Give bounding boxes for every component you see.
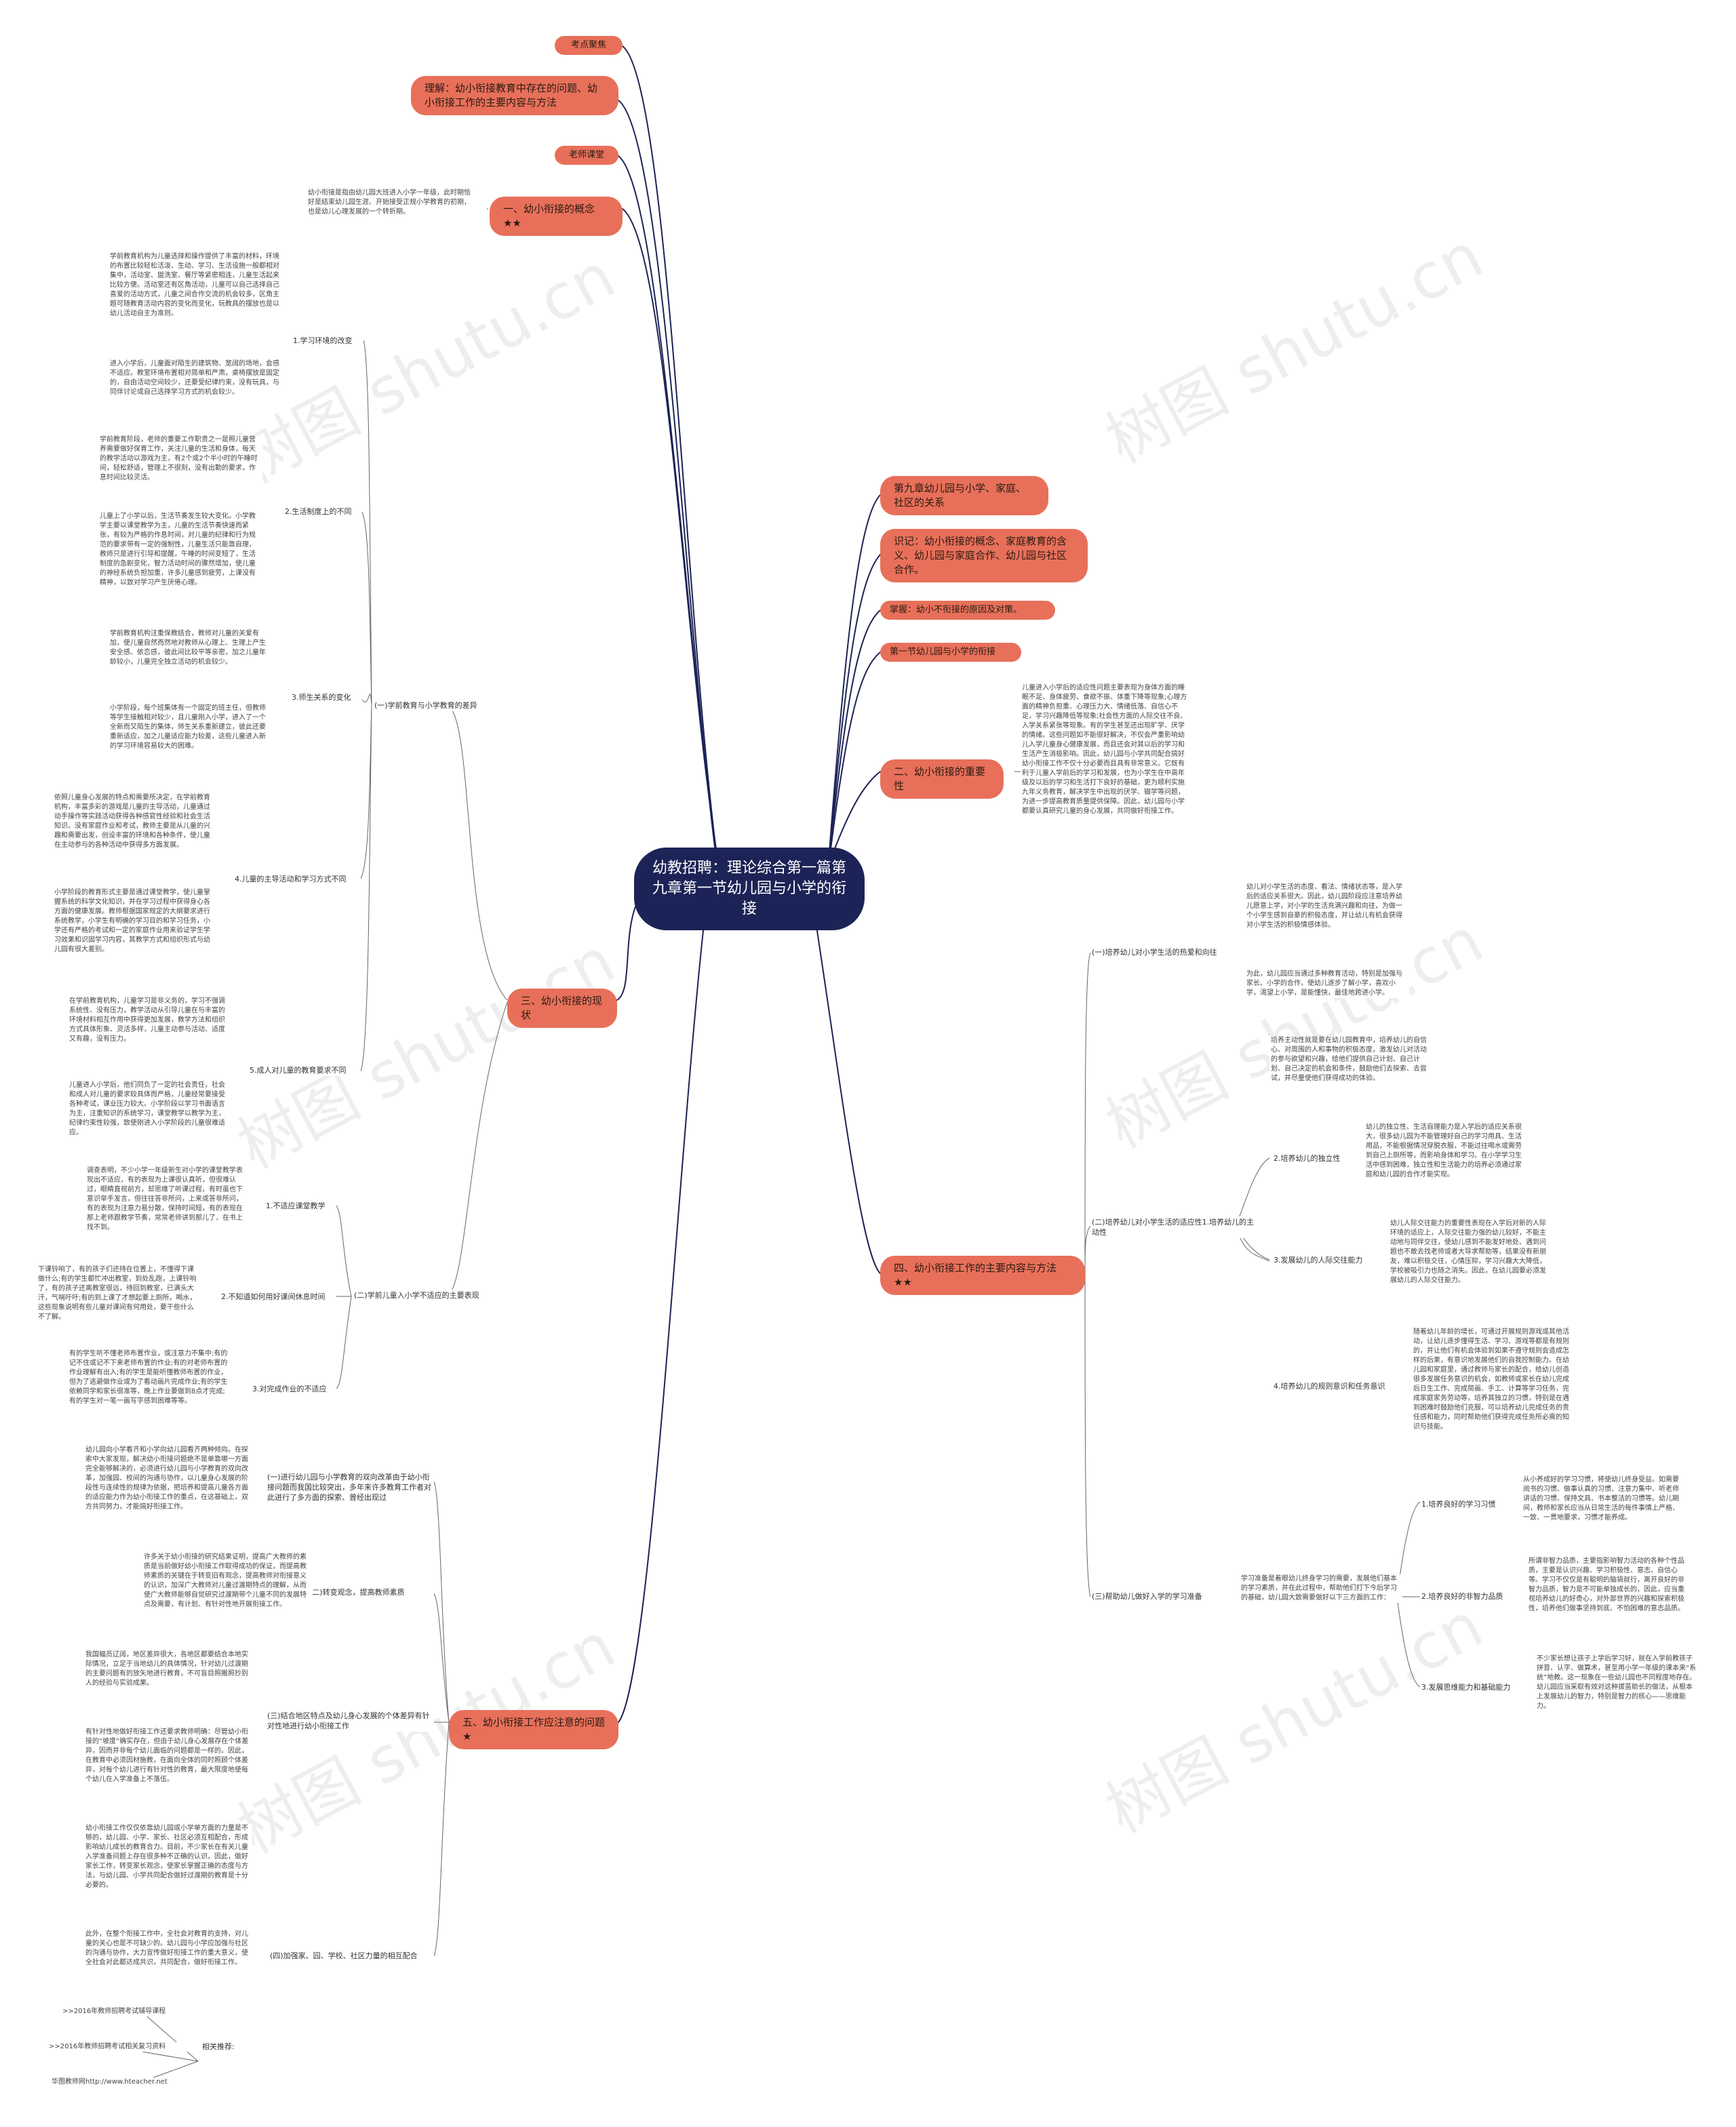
branch-status[interactable]: 三、幼小衔接的现状 [507, 989, 617, 1028]
diff-item-4-para-2: 小学阶段的教育形式主要是通过课堂教学，使儿童掌握系统的科学文化知识，并在学习过程… [53, 888, 217, 955]
content-group-2-para: 培养主动性就是要在幼儿园教育中，培养幼儿的自信心、对周围的人和事物的积极态度，激… [1269, 1036, 1434, 1084]
link-zhangwo [828, 610, 881, 864]
link-kaodian [622, 45, 718, 862]
content-g3-item-2-para: 所谓非智力品质，主要指影响智力活动的各种个性品质，主要是认识兴趣、学习积极性、意… [1527, 1557, 1690, 1614]
branch-concept[interactable]: 一、幼小衔接的概念★★ [490, 197, 623, 236]
root-topic[interactable]: 幼教招聘：理论综合第一篇第九章第一节幼儿园与小学的衔接 [634, 848, 865, 930]
content-g2-item-2[interactable]: 2.培养幼儿的独立性 [1272, 1153, 1354, 1164]
recommend-link-2[interactable]: >>2016年教师招聘考试相关复习资料 [47, 2042, 197, 2052]
link-lijie [618, 100, 718, 869]
link-sec1 [828, 652, 881, 866]
diff-item-2[interactable]: 2.生活制度上的不同 [283, 506, 361, 517]
attention-item-2-para: 许多关于幼小衔接的研究结果证明，提高广大教师的素质是当前做好幼小衔接工作取得成功… [142, 1553, 312, 1610]
diff-item-3-para-1: 学前教育机构注重保教结合，教师对儿童的关爱有加，使儿童自然而然地对教师从心理上、… [108, 629, 273, 667]
attention-item-3-para-2: 有针对性地做好衔接工作还要求教师明确：尽管幼小衔接的“坡度”确实存在，但由于幼儿… [84, 1728, 252, 1785]
importance-text: 儿童进入小学后的适应性问题主要表现为身体方面的睡眠不足、身体疲劳、食欲不振、体重… [1021, 683, 1191, 816]
branch-content[interactable]: 四、幼小衔接工作的主要内容与方法★★ [880, 1256, 1085, 1295]
attention-item-1[interactable]: (一)进行幼儿园与小学教育的双向改革由于幼小衔接问题而我国比较突出，多年来许多教… [266, 1471, 434, 1503]
maladapt-item-1-para: 调查表明，不少小学一年级新生对小学的课堂教学表现出不适应，有的表现为上课很认真听… [85, 1166, 250, 1233]
content-g3-item-3-para: 不少家长想让孩子上学后学习好，就在入学前教孩子拼音、认字、做算术，甚至用小学一年… [1535, 1654, 1698, 1711]
maladapt-item-3-para: 有的学生听不懂老师布置作业，或注意力不集中;有的记不住或记不下来老师布置的作业;… [68, 1349, 232, 1406]
link-g2r-items [1235, 1157, 1270, 1262]
link-concept [622, 208, 721, 875]
diff-item-1[interactable]: 1.学习环境的改变 [292, 335, 363, 346]
maladapt-item-2[interactable]: 2.不知道如何用好课间休息时间 [220, 1291, 336, 1303]
diff-item-3[interactable]: 3.师生关系的变化 [290, 692, 361, 703]
branch-chapter9[interactable]: 第九章幼儿园与小学、家庭、社区的关系 [880, 476, 1048, 515]
content-g2-item-3-para: 幼儿人际交往能力的重要性表现在入学后对新的人际环境的适应上，人际交往能力强的幼儿… [1389, 1219, 1553, 1286]
content-group-3[interactable]: (三)帮助幼儿做好入学的学习准备 [1090, 1591, 1223, 1602]
branch-importance[interactable]: 二、幼小衔接的重要性 [880, 759, 1004, 799]
diff-item-4-para-1: 依照儿童身心发展的特点和需要所决定，在学前教育机构，丰富多彩的游戏是儿童的主导活… [53, 793, 217, 850]
attention-item-4-para-2: 此外，在整个衔接工作中，全社会对教育的支持，对儿童的关心也是不可缺少的。幼儿园与… [84, 1930, 252, 1968]
link-status [616, 894, 642, 1001]
content-g2-item-4-para: 随着幼儿年龄的增长，可通过开展规则游戏或其他活动，让幼儿逐步懂得生活、学习、游戏… [1412, 1328, 1576, 1432]
link-ch9 [828, 494, 881, 862]
content-g3-item-1[interactable]: 1.培养良好的学习习惯 [1420, 1498, 1505, 1510]
content-group-2[interactable]: (二)培养幼儿对小学生活的适应性1.培养幼儿的主动性 [1090, 1216, 1257, 1238]
recommend-label: 相关推荐: [201, 2041, 255, 2052]
maladapt-item-3[interactable]: 3.对完成作业的不适应 [251, 1383, 336, 1395]
content-g3-item-3[interactable]: 3.发展思维能力和基础能力 [1420, 1682, 1527, 1693]
content-group-1-para-1: 幼儿对小学生活的态度、看法、情绪状态等，是入学后的适应关系很大。因此，幼儿园阶段… [1245, 883, 1409, 930]
attention-item-2[interactable]: (二)转变观念，提高教师素质 [308, 1587, 434, 1598]
branch-section1[interactable]: 第一节幼儿园与小学的衔接 [880, 643, 1021, 662]
attention-item-3-para-1: 我国幅员辽阔，地区差异很大，各地区都要结合本地实际情况，立足于当地幼儿的具体情况… [84, 1650, 252, 1688]
status-group-maladaptation[interactable]: (二)学前儿童入小学不适应的主要表现 [353, 1290, 488, 1301]
branch-ketang[interactable]: 老师课堂 [555, 146, 618, 165]
diff-item-2-para-1: 学前教育阶段，老师的重要工作职责之一是照儿童营养需要做好保育工作，关注儿童的生活… [98, 435, 262, 483]
diff-item-5[interactable]: 5.成人对儿童的教育要求不同 [248, 1065, 361, 1076]
diff-item-3-para-2: 小学阶段，每个班集体有一个固定的班主任，但教师等学生接触相对较少，且儿童刚入小学… [108, 704, 273, 751]
attention-item-4-para-1: 幼小衔接工作仅仅依靠幼儿园或小学单方面的力量是不够的，幼儿园、小学、家长、社区必… [84, 1824, 252, 1890]
diff-item-2-para-2: 儿童上了小学以后，生活节奏发生较大变化。小学教学主要以课堂教学为主，儿童的生活节… [98, 512, 262, 588]
link-attention-items [433, 1481, 450, 1957]
branch-kaodian[interactable]: 考点聚焦 [555, 36, 623, 55]
link-ketang [618, 155, 719, 872]
diff-item-1-para-1: 学前教育机构为儿童选择和操作提供了丰富的材料，环境的布置比较轻松活泼、生动、学习… [108, 252, 286, 319]
content-g2-item-2-para: 幼儿的独立性、生活自理能力是入学后的适应关系很大，很多幼儿园为不能管理好自己的学… [1364, 1123, 1528, 1180]
branch-zhangwo[interactable]: 掌握：幼小不衔接的原因及对策。 [880, 601, 1055, 620]
content-g3-item-1-para: 从小养成好的学习习惯，将使幼儿终身受益。如需要阅书的习惯、做事认真的习惯、注意力… [1522, 1475, 1684, 1523]
diff-item-4[interactable]: 4.儿童的主导活动和学习方式不同 [233, 873, 361, 885]
content-group-3-para: 学习准备是着眼幼儿终身学习的需要，发展他们基本的学习素质，并在此过程中，帮助他们… [1240, 1574, 1402, 1603]
branch-attention[interactable]: 五、幼小衔接工作应注意的问题★ [449, 1710, 618, 1749]
maladapt-item-2-para: 下课铃响了，有的孩子们还持在位置上，不懂得下课做什么;有的学生都忙冲出教室，到处… [37, 1265, 201, 1322]
status-group-differences[interactable]: (一)学前教育与小学教育的差异 [373, 700, 488, 711]
link-status-g2 [447, 1001, 508, 1297]
branch-shiji[interactable]: 识记：幼小衔接的概念、家庭教育的含义、幼儿园与家庭合作、幼儿园与社区合作。 [880, 529, 1088, 582]
branch-lijie[interactable]: 理解：幼小衔接教育中存在的问题、幼小衔接工作的主要内容与方法 [411, 76, 618, 115]
recommend-link-3[interactable]: 华图教师网http://www.hteacher.net [50, 2078, 197, 2087]
attention-item-3[interactable]: (三)结合地区特点及幼儿身心发展的个体差异有针对性地进行幼小衔接工作 [266, 1710, 434, 1732]
attention-item-1-para: 幼儿园向小学看齐和小学向幼儿园看齐两种倾向。在探索中大家发现，解决幼小衔接问题绝… [84, 1446, 252, 1512]
content-g2-item-3[interactable]: 3.发展幼儿的人际交往能力 [1272, 1254, 1370, 1266]
content-group-1[interactable]: (一)培养幼儿对小学生活的热爱和向往 [1090, 947, 1236, 958]
recommend-link-1[interactable]: >>2016年教师招聘考试辅导课程 [61, 2007, 197, 2016]
link-g2-items [336, 1205, 352, 1389]
link-attention [618, 911, 706, 1723]
content-group-1-para-2: 为此，幼儿园应当通过多种教育活动，特别是加强与家长、小学的合作，使幼儿逐步了解小… [1245, 970, 1409, 998]
maladapt-item-1[interactable]: 1.不适应课堂教学 [264, 1200, 336, 1212]
diff-item-1-para-2: 进入小学后，儿童面对陌生的建筑物、宽阔的场地，会感不适应。教室环境布置相对简单和… [108, 359, 286, 397]
concept-text: 幼小衔接是指由幼儿园大班进入小学一年级，此时期恰好是结束幼儿园生涯、开始接受正规… [307, 188, 476, 217]
link-content-groups [1084, 952, 1091, 1597]
link-g1-items [360, 340, 372, 1072]
attention-item-4[interactable]: (四)加强家、园、学校、社区力量的相互配合 [269, 1950, 434, 1962]
content-g3-item-2[interactable]: 2.培养良好的非智力品质 [1420, 1591, 1514, 1602]
link-shiji [828, 554, 881, 863]
link-content [813, 908, 881, 1274]
diff-item-5-para-1: 在学前教育机构，儿童学习是非义务的，学习不强调系统性、没有压力，教学活动从引导儿… [68, 997, 232, 1044]
diff-item-5-para-2: 儿童进入小学后，他们同负了一定的社会责任，社会和成人对儿童的要求较具体而严格，儿… [68, 1081, 232, 1138]
link-status-g1 [447, 704, 508, 1001]
content-g2-item-4[interactable]: 4.培养幼儿的规则意识和任务意识 [1272, 1380, 1401, 1392]
